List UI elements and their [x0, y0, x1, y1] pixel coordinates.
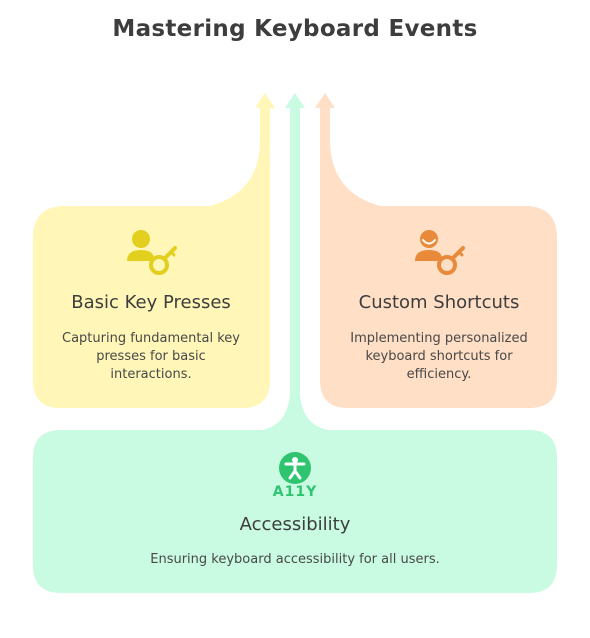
accessibility-arrow: [33, 93, 557, 593]
accessibility-description: Ensuring keyboard accessibility for all …: [150, 552, 440, 567]
accessibility-heading: Accessibility: [239, 514, 351, 535]
user-key-icon: [415, 230, 465, 275]
custom-arrow: [315, 93, 557, 408]
accessibility-icon: [279, 452, 311, 484]
basic-key-presses-heading: Basic Key Presses: [71, 292, 231, 313]
basic-key-presses-description: Capturing fundamental key presses for ba…: [62, 331, 240, 382]
page-title: Mastering Keyboard Events: [112, 16, 478, 42]
custom-shortcuts-description: Implementing personalized keyboard short…: [350, 331, 528, 382]
custom-shortcuts-heading: Custom Shortcuts: [358, 292, 520, 313]
user-key-icon: [127, 230, 177, 275]
a11y-label: A11Y: [272, 484, 318, 500]
basic-arrow: [33, 93, 275, 408]
